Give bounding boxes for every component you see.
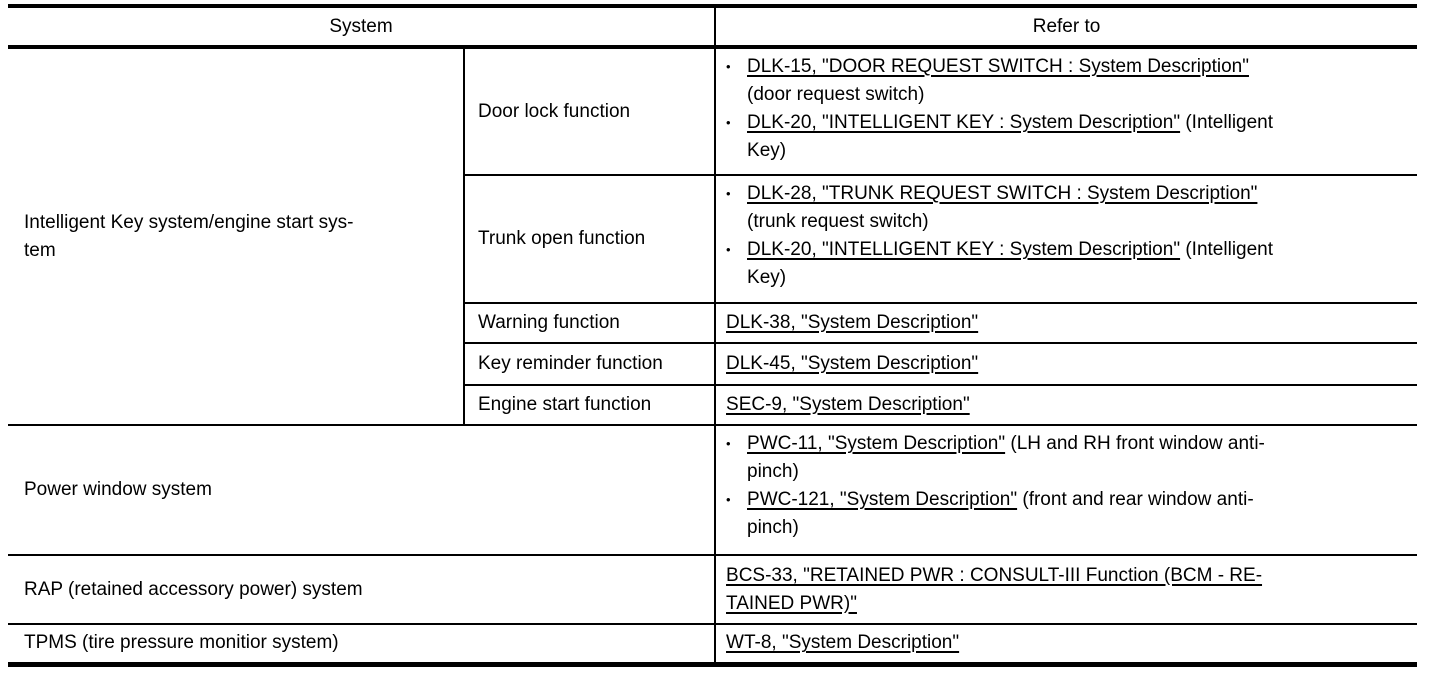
reference-text: PWC-121, "System Description" (front and… [747, 486, 1254, 542]
function-cell: Engine start function [462, 384, 717, 426]
cross-reference-link[interactable]: BCS-33, "RETAINED PWR : CONSULT-III Func… [726, 564, 1263, 614]
table-row: TPMS (tire pressure monitior system) WT-8… [8, 623, 1418, 665]
cross-reference-link[interactable]: SEC-9, "System Description" [726, 394, 970, 415]
table-row: Trunk open function • DLK-28, "TRUNK REQUE… [8, 174, 1418, 304]
cross-reference-link[interactable]: DLK-15, "DOOR REQUEST SWITCH : System De… [747, 56, 1249, 77]
system-reference-table: System Refer to Intelligent Key system/e… [8, 4, 1418, 667]
cross-reference-link[interactable]: PWC-121, "System Description" [747, 489, 1018, 510]
reference-item: DLK-45, "System Description" [726, 350, 1411, 378]
table-row: Key reminder function DLK-45, "System Des… [8, 342, 1418, 386]
refer-cell: • DLK-15, "DOOR REQUEST SWITCH : System D… [714, 46, 1418, 176]
refer-cell: DLK-38, "System Description" [714, 302, 1418, 344]
refer-cell: SEC-9, "System Description" [714, 384, 1418, 426]
cross-reference-link[interactable]: DLK-20, "INTELLIGENT KEY : System Descri… [747, 239, 1181, 260]
system-cell: Power window system [8, 424, 717, 556]
column-header-refer-to: Refer to [715, 6, 1418, 49]
reference-text: WT-8, "System Description" [726, 629, 959, 657]
reference-text: DLK-15, "DOOR REQUEST SWITCH : System De… [747, 53, 1249, 109]
reference-item: • DLK-20, "INTELLIGENT KEY : System Descr… [726, 109, 1411, 165]
reference-note: (front and rear window anti- pinch) [747, 489, 1254, 538]
bullet-icon: • [726, 59, 731, 74]
reference-item: DLK-38, "System Description" [726, 309, 1411, 337]
bullet-icon: • [726, 492, 731, 507]
refer-cell: • DLK-28, "TRUNK REQUEST SWITCH : System … [714, 174, 1418, 304]
reference-text: BCS-33, "RETAINED PWR : CONSULT-III Func… [726, 562, 1262, 618]
reference-item: WT-8, "System Description" [726, 629, 1411, 657]
reference-text: DLK-20, "INTELLIGENT KEY : System Descri… [747, 236, 1273, 292]
bullet-icon: • [726, 436, 731, 451]
refer-cell: DLK-45, "System Description" [714, 342, 1418, 386]
cross-reference-link[interactable]: PWC-11, "System Description" [747, 433, 1006, 454]
reference-text: SEC-9, "System Description" [726, 391, 970, 419]
table-body: Intelligent Key system/engine start sys-… [8, 46, 1418, 665]
function-cell: Key reminder function [462, 342, 717, 386]
reference-item: SEC-9, "System Description" [726, 391, 1411, 419]
reference-text: PWC-11, "System Description" (LH and RH … [747, 430, 1265, 486]
refer-cell: • PWC-11, "System Description" (LH and RH… [714, 424, 1418, 556]
system-cell: TPMS (tire pressure monitior system) [8, 623, 717, 665]
reference-note: (LH and RH front window anti- pinch) [747, 433, 1265, 482]
table-row: Intelligent Key system/engine start sys-… [8, 46, 1418, 426]
bullet-icon: • [726, 242, 731, 257]
cross-reference-link[interactable]: DLK-45, "System Description" [726, 353, 979, 374]
cross-reference-link[interactable]: DLK-28, "TRUNK REQUEST SWITCH : System D… [747, 183, 1258, 204]
table-row: Warning function DLK-38, "System Descript… [8, 302, 1418, 344]
reference-note: (Intelligent Key) [747, 112, 1274, 161]
reference-text: DLK-45, "System Description" [726, 350, 978, 378]
system-cell: RAP (retained accessory power) system [8, 554, 717, 625]
reference-item: • PWC-11, "System Description" (LH and RH… [726, 430, 1411, 486]
function-cell: Door lock function [462, 46, 717, 176]
table-row: Engine start function SEC-9, "System Desc… [8, 384, 1418, 426]
system-cell: Intelligent Key system/engine start sys-… [8, 46, 465, 426]
cross-reference-link[interactable]: DLK-38, "System Description" [726, 312, 979, 333]
column-header-system: System [8, 6, 717, 49]
function-cell: Trunk open function [462, 174, 717, 304]
bullet-icon: • [726, 115, 731, 130]
reference-item: • DLK-28, "TRUNK REQUEST SWITCH : System … [726, 180, 1411, 236]
reference-note: (Intelligent Key) [747, 239, 1274, 288]
function-cell: Warning function [462, 302, 717, 344]
reference-item: • PWC-121, "System Description" (front an… [726, 486, 1411, 542]
cross-reference-link[interactable]: DLK-20, "INTELLIGENT KEY : System Descri… [747, 112, 1181, 133]
reference-text: DLK-28, "TRUNK REQUEST SWITCH : System D… [747, 180, 1257, 236]
reference-text: DLK-38, "System Description" [726, 309, 978, 337]
header-row: System Refer to [8, 6, 1418, 49]
cross-reference-link[interactable]: WT-8, "System Description" [726, 632, 960, 654]
reference-item: • DLK-15, "DOOR REQUEST SWITCH : System D… [726, 53, 1411, 109]
table-header: System Refer to [8, 6, 1418, 49]
reference-note: (trunk request switch) [747, 211, 929, 232]
reference-item: BCS-33, "RETAINED PWR : CONSULT-III Func… [726, 562, 1411, 618]
reference-text: DLK-20, "INTELLIGENT KEY : System Descri… [747, 109, 1273, 165]
table-row: Power window system • PWC-11, "System Desc… [8, 424, 1418, 556]
refer-cell: WT-8, "System Description" [714, 623, 1418, 665]
reference-item: • DLK-20, "INTELLIGENT KEY : System Descr… [726, 236, 1411, 292]
refer-cell: BCS-33, "RETAINED PWR : CONSULT-III Func… [714, 554, 1418, 625]
bullet-icon: • [726, 186, 731, 201]
reference-note: (door request switch) [747, 84, 925, 105]
